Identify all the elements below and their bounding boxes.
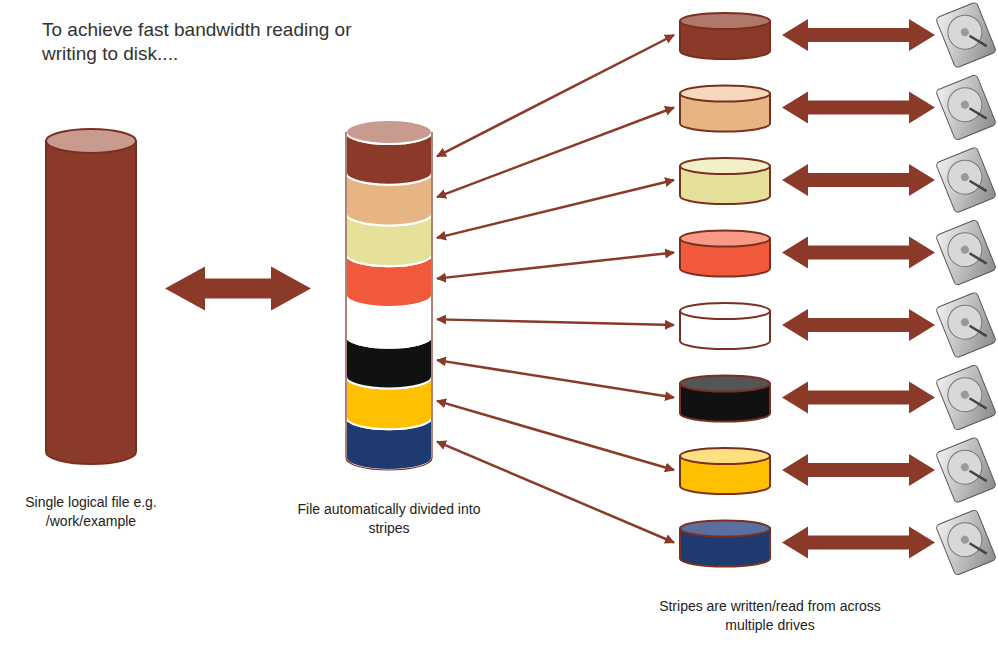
cylinder-shape xyxy=(45,128,137,465)
stripe-cylinder xyxy=(680,448,770,494)
stripe-arrow xyxy=(437,360,674,397)
hard-drive xyxy=(935,364,996,431)
stripe-arrow xyxy=(437,35,674,156)
stripe-arrow xyxy=(437,319,674,325)
stripe-cylinder xyxy=(680,13,770,59)
stripe-cylinder xyxy=(680,376,770,422)
stripe-cylinder xyxy=(680,158,770,204)
cylinder-shape xyxy=(345,120,433,472)
drive-arrow xyxy=(782,19,935,51)
striped-file-cylinder: File automatically divided into stripes xyxy=(345,120,433,472)
drive-arrow xyxy=(782,309,935,341)
file-caption: Single logical file e.g. /work/example xyxy=(0,493,191,531)
drive-arrow xyxy=(782,92,935,124)
hard-drive xyxy=(935,219,996,286)
drive-arrow xyxy=(782,237,935,269)
stripe-cylinder xyxy=(680,86,770,132)
drives-caption: Stripes are written/read from across mul… xyxy=(645,597,895,635)
stripe-arrow xyxy=(437,180,674,238)
logical-file-cylinder: Single logical file e.g. /work/example xyxy=(45,128,137,465)
drive-arrow xyxy=(782,527,935,559)
stripe-arrow xyxy=(437,108,674,198)
hard-drive xyxy=(935,437,996,504)
stripe-arrow xyxy=(437,442,674,543)
drive-arrow xyxy=(782,382,935,414)
stripe-arrow xyxy=(437,253,674,279)
hard-drive xyxy=(935,147,996,214)
hard-drive xyxy=(935,2,996,69)
hard-drive xyxy=(935,292,996,359)
file-caption: File automatically divided into stripes xyxy=(289,500,489,538)
stripe-stack xyxy=(346,120,432,470)
cylinder-outline xyxy=(46,129,136,464)
stripe-arrow xyxy=(437,401,674,470)
diagram-title: To achieve fast bandwidth reading or wri… xyxy=(42,18,372,66)
hard-drive xyxy=(935,74,996,141)
stripe-cylinder xyxy=(680,231,770,277)
stripe-cylinder xyxy=(680,303,770,349)
drive-arrow xyxy=(782,164,935,196)
drive-arrow xyxy=(782,454,935,486)
hard-drive xyxy=(935,509,996,576)
stripe-cylinder xyxy=(680,521,770,567)
double-arrow xyxy=(165,267,311,311)
